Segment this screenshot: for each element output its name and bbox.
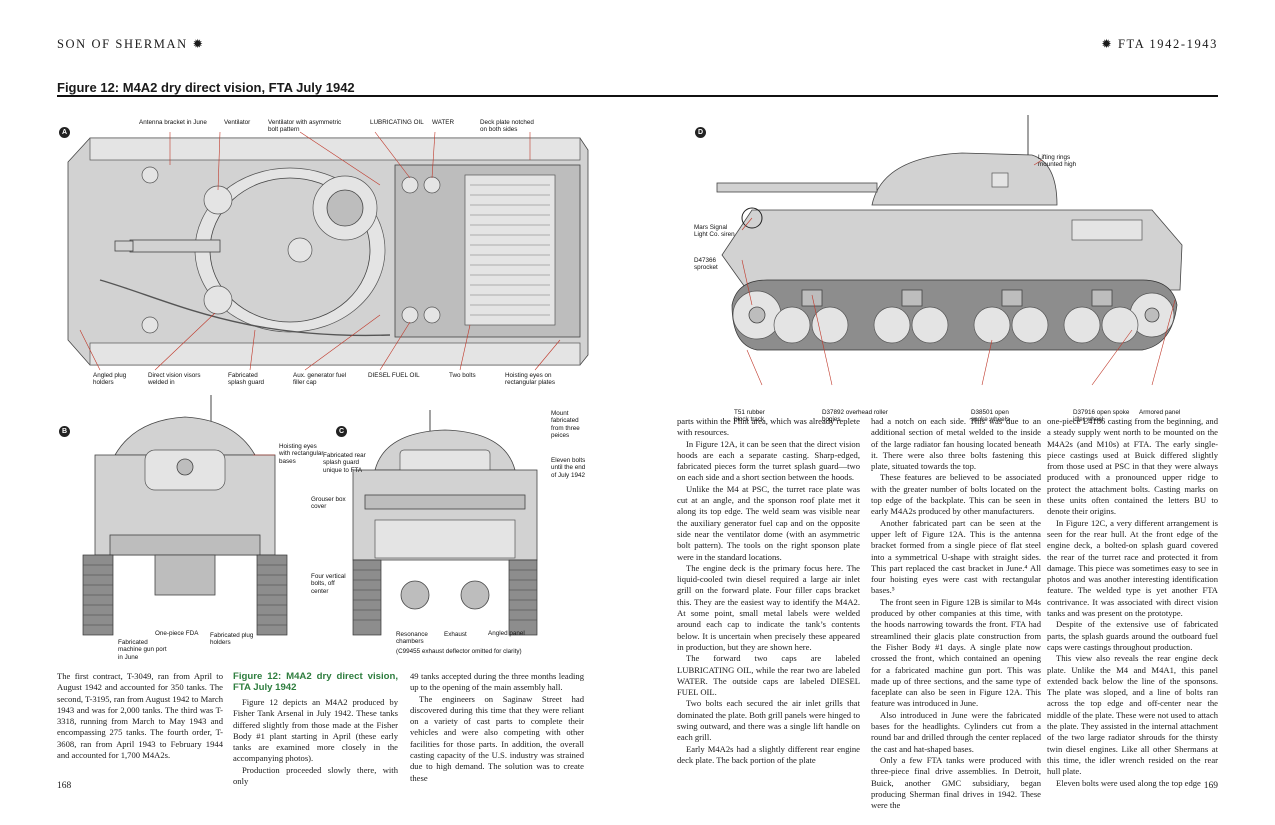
paragraph: Figure 12 depicts an M4A2 produced by Fi… — [233, 697, 398, 764]
label-exhaust: Exhaust — [444, 631, 467, 638]
tank-top-view — [67, 131, 589, 371]
paragraph: Eleven bolts were used along the top edg… — [1056, 777, 1201, 788]
label-fab-plug-holders: Fabricated plug holders — [210, 632, 254, 647]
paragraph: Another fabricated part can be seen at t… — [871, 517, 1041, 596]
text-column-3: 49 tanks accepted during the three month… — [410, 671, 584, 784]
paragraph: In Figure 12C, a very different arrangem… — [1047, 517, 1218, 619]
running-head-right: ✹ FTA 1942-1943 — [1101, 37, 1218, 51]
running-head-left: SON OF SHERMAN ✹ — [57, 37, 205, 51]
label-fabricated-splash: Fabricated splash guard — [228, 372, 265, 387]
paragraph: The engineers on Saginaw Street had disc… — [410, 693, 584, 783]
paragraph: 49 tanks accepted during the three month… — [410, 671, 584, 693]
label-two-bolts: Two bolts — [449, 372, 476, 379]
label-eleven-bolts: Eleven bolts until the end of July 1942 — [551, 457, 586, 479]
page-number-right: 169 — [1203, 781, 1218, 791]
label-c99455-note: (C99455 exhaust deflector omitted for cl… — [396, 648, 522, 655]
tank-side-view — [716, 115, 1183, 386]
figure-title: Figure 12: M4A2 dry direct vision, FTA J… — [57, 80, 355, 95]
label-d38501-wheels: D38501 open spoke wheels — [971, 409, 1010, 424]
label-ventilator: Ventilator — [224, 119, 251, 126]
text-column-2: Figure 12: M4A2 dry direct vision, FTA J… — [233, 671, 398, 787]
label-four-vertical-bolts: Four vertical bolts, off center — [311, 573, 346, 595]
badge-b: B — [59, 426, 70, 437]
label-hoisting-eyes: Hoisting eyes on rectangular plates — [505, 372, 556, 387]
label-water: WATER — [432, 119, 455, 126]
label-fab-mg-port: Fabricated machine gun port in June — [118, 639, 167, 661]
text-column-4: parts within the Flint area, which was a… — [677, 416, 860, 766]
tank-rear-view — [352, 410, 538, 636]
paragraph: The first contract, T-3049, ran from Apr… — [57, 671, 223, 761]
label-lubricating-oil: LUBRICATING OIL — [370, 119, 424, 126]
paragraph: had a notch on each side. This was due t… — [871, 416, 1041, 472]
paragraph: parts within the Flint area, which was a… — [677, 416, 860, 438]
paragraph: Unlike the M4 at PSC, the turret race pl… — [677, 483, 860, 562]
paragraph: Only a few FTA tanks were produced with … — [871, 754, 1041, 811]
paragraph: Also introduced in June were the fabrica… — [871, 709, 1041, 754]
label-aux-generator: Aux. generator fuel filler cap — [293, 372, 347, 387]
tank-front-view — [82, 395, 288, 636]
figure-title-rule — [57, 95, 1218, 97]
sidebar-heading: Figure 12: M4A2 dry direct vision, FTA J… — [233, 671, 398, 693]
page-number-left: 168 — [57, 781, 72, 791]
label-hoisting-rect-bases: Hoisting eyes with rectangular bases — [279, 443, 324, 465]
label-d37892-bogies: D37892 overhead roller bogies — [822, 409, 888, 424]
label-sprocket: D47366 sprocket — [694, 257, 718, 272]
paragraph: Despite of the extensive use of fabricat… — [1047, 619, 1218, 652]
label-one-piece-fda: One-piece FDA — [155, 630, 199, 637]
badge-d: D — [695, 127, 706, 138]
label-angled-plug-holders: Angled plug holders — [93, 372, 127, 387]
label-d37916-idler: D37916 open spoke idler wheel — [1073, 409, 1130, 424]
label-antenna-bracket: Antenna bracket in June — [139, 119, 207, 126]
label-lifting-rings: Lifting rings mounted high — [1038, 154, 1077, 169]
paragraph: Early M4A2s had a slightly different rea… — [677, 743, 860, 765]
label-angled-panel: Angled panel — [488, 630, 525, 637]
badge-a: A — [59, 127, 70, 138]
label-armored-panel: Armored panel — [1139, 409, 1181, 416]
paragraph: Two bolts each secured the air inlet gri… — [677, 698, 860, 743]
label-ventilator-asymmetric: Ventilator with asymmetric bolt pattern — [268, 119, 342, 134]
paragraph: These features are believed to be associ… — [871, 472, 1041, 517]
paragraph: The engine deck is the primary focus her… — [677, 562, 860, 652]
label-direct-vision: Direct vision visors welded in — [148, 372, 201, 387]
label-deck-plate: Deck plate notched on both sides — [480, 119, 534, 134]
text-column-5: had a notch on each side. This was due t… — [871, 416, 1041, 811]
label-diesel-fuel: DIESEL FUEL OIL — [368, 372, 420, 379]
label-grouser-box: Grouser box cover — [311, 496, 346, 511]
text-column-1: The first contract, T-3049, ran from Apr… — [57, 671, 223, 761]
label-mars-siren: Mars Signal Light Co. siren — [694, 224, 735, 239]
label-resonance-chambers: Resonance chambers — [396, 631, 428, 646]
paragraph: This view also reveals the rear engine d… — [1047, 653, 1218, 777]
paragraph: The forward two caps are labeled LUBRICA… — [677, 653, 860, 698]
paragraph: one-piece E4186 casting from the beginni… — [1047, 416, 1218, 517]
paragraph: The front seen in Figure 12B is similar … — [871, 596, 1041, 709]
paragraph: In Figure 12A, it can be seen that the d… — [677, 438, 860, 483]
label-t51-track: T51 rubber block track — [734, 409, 765, 424]
badge-c: C — [336, 426, 347, 437]
paragraph: Production proceeded slowly there, with … — [233, 764, 398, 787]
label-fab-rear-splash: Fabricated rear splash guard unique to F… — [323, 452, 366, 474]
label-mount-fabricated: Mount fabricated from three peices — [551, 410, 580, 440]
text-column-6: one-piece E4186 casting from the beginni… — [1047, 416, 1218, 789]
